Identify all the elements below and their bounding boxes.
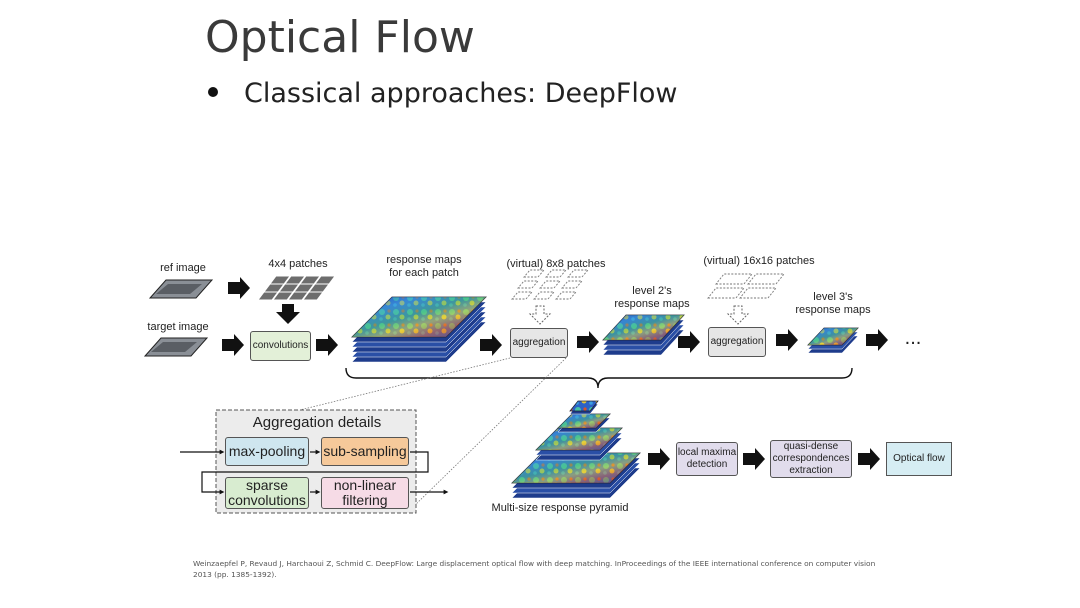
aggregation-details-title: Aggregation details xyxy=(252,414,382,431)
bullet-item: Classical approaches: DeepFlow xyxy=(208,78,678,109)
slide-title: Optical Flow xyxy=(205,12,475,63)
local-maxima-box: local maxima detection xyxy=(676,442,738,476)
grouping-brace xyxy=(345,367,853,389)
response-maps-stack xyxy=(351,296,487,363)
bullet-text: Classical approaches: DeepFlow xyxy=(244,78,678,109)
nonlinear-line2: filtering xyxy=(342,492,388,508)
convolutions-box: convolutions xyxy=(250,331,311,361)
ref-image-label: ref image xyxy=(160,262,206,274)
local-maxima-line2: detection xyxy=(686,459,728,470)
response-maps-line2: for each patch xyxy=(389,267,459,279)
bullet-dot-icon xyxy=(208,86,218,97)
flow-arrows xyxy=(222,277,888,470)
level2-response-stack xyxy=(602,314,685,356)
level2-label: level 2's response maps xyxy=(606,285,698,311)
quasi-line3: extraction xyxy=(789,465,833,476)
response-maps-label: response maps for each patch xyxy=(378,254,470,280)
sparse-convolutions-box: sparse convolutions xyxy=(225,477,309,509)
nonlinear-line1: non-linear xyxy=(333,477,397,493)
target-image-thumbnail xyxy=(143,337,209,357)
aggregation-box-1: aggregation xyxy=(510,328,568,358)
pyramid-label: Multi-size response pyramid xyxy=(491,502,629,514)
level2-line2: response maps xyxy=(614,298,690,310)
target-image-label: target image xyxy=(147,321,209,333)
quasi-dense-box: quasi-dense correspondences extraction xyxy=(770,440,852,478)
patches-4x4-label: 4x4 patches xyxy=(268,258,328,270)
ref-image-thumbnail xyxy=(148,279,214,299)
optical-flow-box: Optical flow xyxy=(886,442,952,476)
dashed-down-arrow-1 xyxy=(528,305,552,325)
patches-4x4-grid xyxy=(257,275,336,301)
quasi-line2: correspondences xyxy=(772,453,850,464)
patches-8x8-virtual xyxy=(511,269,589,300)
patches-16x16-virtual xyxy=(707,273,785,299)
aggregation-box-2: aggregation xyxy=(708,327,766,357)
non-linear-filtering-box: non-linear filtering xyxy=(321,477,409,509)
level3-line2: response maps xyxy=(795,304,871,316)
level3-response-stack xyxy=(807,327,859,354)
citation-text: Weinzaepfel P, Revaud J, Harchaoui Z, Sc… xyxy=(193,559,876,579)
response-pyramid xyxy=(511,400,641,499)
dashed-down-arrow-2 xyxy=(726,305,750,325)
local-maxima-line1: local maxima xyxy=(677,447,737,458)
quasi-line1: quasi-dense xyxy=(783,441,839,452)
sub-sampling-box: sub-sampling xyxy=(321,437,409,466)
ellipsis: ... xyxy=(904,327,922,349)
level2-line1: level 2's xyxy=(632,285,672,297)
response-maps-line1: response maps xyxy=(386,254,462,266)
level3-line1: level 3's xyxy=(813,291,853,303)
sparse-line1: sparse xyxy=(245,477,289,493)
level3-label: level 3's response maps xyxy=(790,291,876,317)
zoom-lines xyxy=(299,357,567,509)
sparse-line2: convolutions xyxy=(228,492,306,508)
max-pooling-box: max-pooling xyxy=(225,437,309,466)
aggregation-flow-lines xyxy=(180,449,449,495)
virtual-8x8-label: (virtual) 8x8 patches xyxy=(506,258,606,270)
virtual-16x16-label: (virtual) 16x16 patches xyxy=(703,255,815,267)
